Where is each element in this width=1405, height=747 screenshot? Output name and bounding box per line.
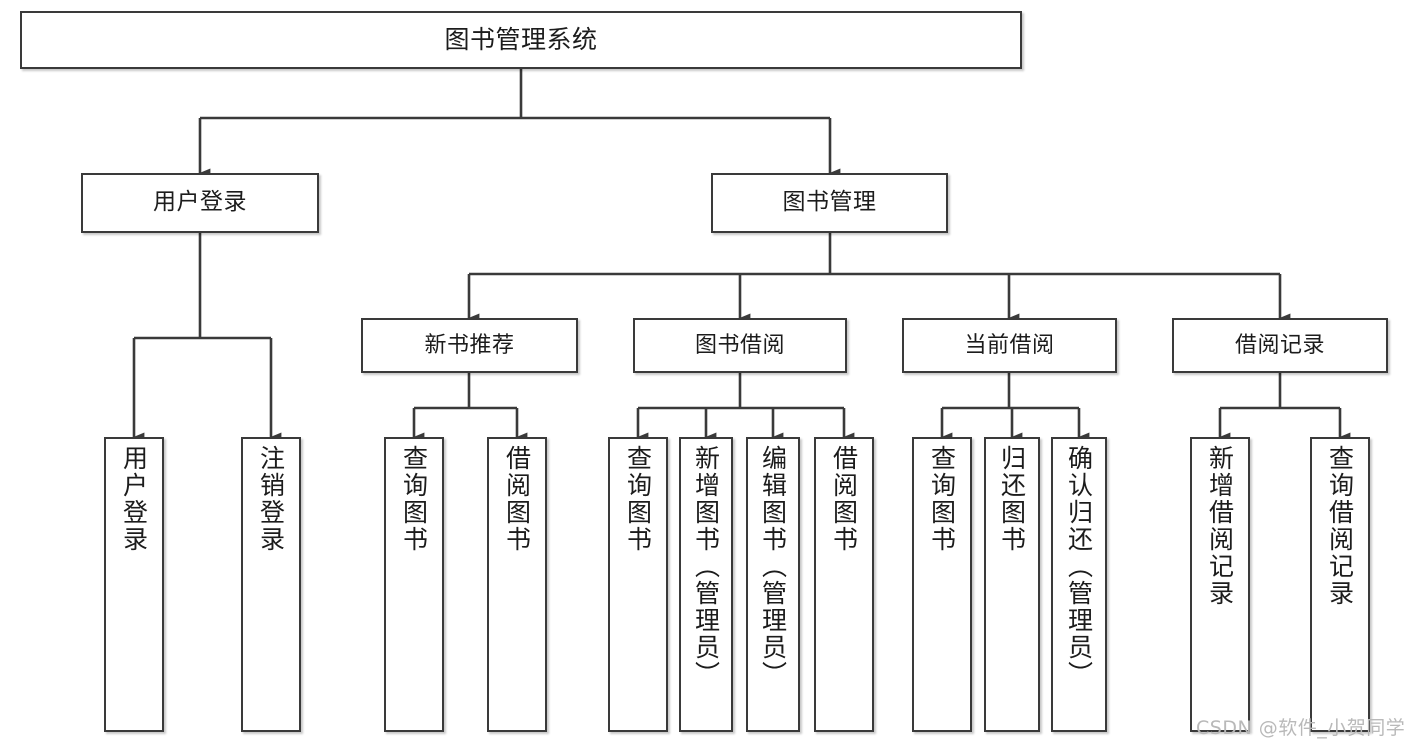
- node-leaf-10-label: 确认归还（管理员）: [1064, 445, 1094, 688]
- node-leaf-2[interactable]: 查询图书: [384, 437, 444, 732]
- node-leaf-2-label: 查询图书: [399, 445, 429, 553]
- node-leaf-12[interactable]: 查询借阅记录: [1310, 437, 1370, 732]
- node-leaf-0-label: 用户登录: [119, 445, 149, 553]
- node-leaf-9-label: 归还图书: [997, 445, 1027, 553]
- node-leaf-8-label: 查询图书: [927, 445, 957, 553]
- node-level2-3[interactable]: 借阅记录: [1172, 318, 1388, 373]
- node-leaf-11[interactable]: 新增借阅记录: [1190, 437, 1250, 732]
- node-leaf-4[interactable]: 查询图书: [608, 437, 668, 732]
- node-level2-2-label: 当前借阅: [964, 332, 1055, 358]
- node-level2-1[interactable]: 图书借阅: [633, 318, 847, 373]
- node-level1-0-label: 用户登录: [153, 189, 247, 216]
- node-level2-1-label: 图书借阅: [694, 332, 785, 358]
- node-leaf-9[interactable]: 归还图书: [984, 437, 1040, 732]
- node-leaf-5-label: 新增图书（管理员）: [691, 445, 721, 688]
- node-leaf-5[interactable]: 新增图书（管理员）: [679, 437, 733, 732]
- node-root-system-label: 图书管理系统: [444, 25, 598, 55]
- node-leaf-7-label: 借阅图书: [829, 445, 859, 553]
- csdn-watermark: CSDN @软件_小贺同学: [1196, 717, 1405, 739]
- node-level2-0-label: 新书推荐: [424, 332, 515, 358]
- node-leaf-3[interactable]: 借阅图书: [487, 437, 547, 732]
- node-leaf-6-label: 编辑图书（管理员）: [758, 445, 788, 688]
- node-level2-0[interactable]: 新书推荐: [361, 318, 578, 373]
- node-leaf-10[interactable]: 确认归还（管理员）: [1051, 437, 1107, 732]
- node-leaf-12-label: 查询借阅记录: [1325, 445, 1355, 607]
- node-leaf-8[interactable]: 查询图书: [912, 437, 972, 732]
- node-leaf-3-label: 借阅图书: [502, 445, 532, 553]
- node-leaf-6[interactable]: 编辑图书（管理员）: [746, 437, 800, 732]
- node-leaf-7[interactable]: 借阅图书: [814, 437, 874, 732]
- node-level1-1[interactable]: 图书管理: [711, 173, 948, 233]
- node-leaf-11-label: 新增借阅记录: [1205, 445, 1235, 607]
- node-level1-0[interactable]: 用户登录: [81, 173, 319, 233]
- node-level1-1-label: 图书管理: [782, 189, 877, 216]
- node-root-system[interactable]: 图书管理系统: [20, 11, 1022, 69]
- node-leaf-4-label: 查询图书: [623, 445, 653, 553]
- node-leaf-1-label: 注销登录: [256, 445, 286, 553]
- node-leaf-1[interactable]: 注销登录: [241, 437, 301, 732]
- node-level2-2[interactable]: 当前借阅: [902, 318, 1117, 373]
- node-level2-3-label: 借阅记录: [1234, 332, 1325, 358]
- node-leaf-0[interactable]: 用户登录: [104, 437, 164, 732]
